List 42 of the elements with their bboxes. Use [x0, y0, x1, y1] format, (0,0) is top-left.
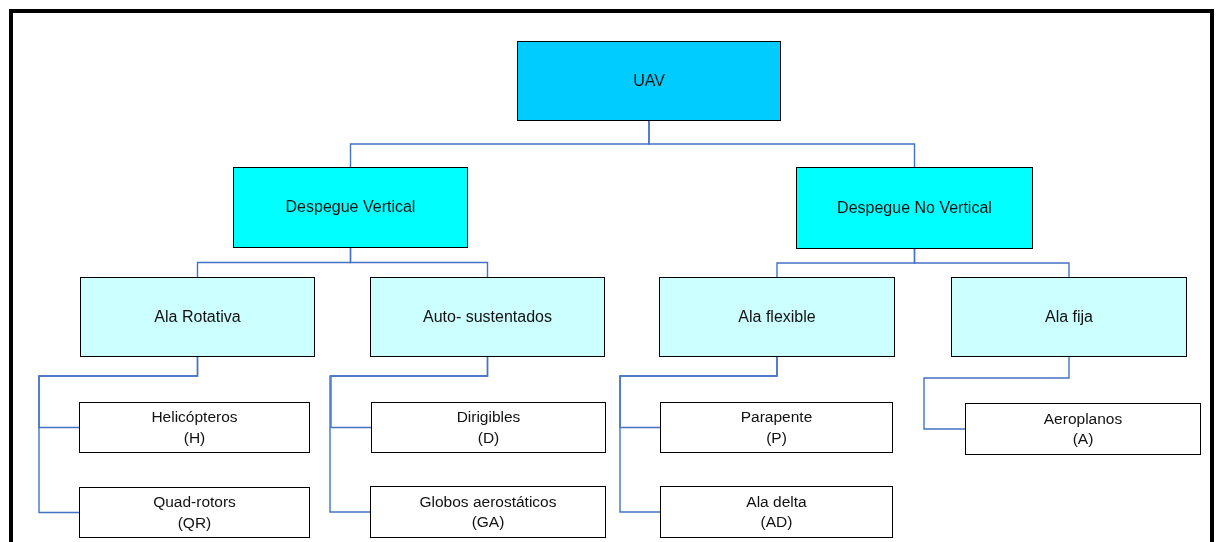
type-box	[660, 486, 893, 538]
connector-line	[913, 248, 1070, 278]
abbreviation-label: (GA)	[471, 512, 505, 532]
type-box	[79, 487, 310, 538]
type-box	[660, 402, 893, 453]
node-label: Auto- sustentados	[423, 306, 552, 327]
root-box	[517, 41, 781, 121]
node-label: Helicópteros	[151, 407, 238, 428]
node-label: Ala flexible	[738, 306, 816, 327]
category-box	[796, 167, 1033, 249]
connector-line	[38, 356, 199, 514]
abbreviation-label: (A)	[1072, 429, 1094, 449]
node-label: Aeroplanos	[1043, 408, 1123, 429]
connector-line	[349, 247, 489, 278]
subcategory-box	[951, 277, 1187, 357]
abbreviation-label: (D)	[477, 427, 500, 448]
node-label: Despegue Vertical	[285, 197, 416, 218]
node-label: Ala delta	[746, 491, 807, 512]
abbreviation-label: (QR)	[177, 512, 212, 533]
abbreviation-label: (P)	[766, 427, 787, 448]
type-box	[79, 402, 310, 453]
node-label: Ala Rotativa	[154, 306, 241, 327]
subcategory-box	[659, 277, 895, 357]
connector-line	[923, 356, 1070, 430]
abbreviation-label: (H)	[183, 427, 206, 448]
subcategory-box	[370, 277, 605, 357]
subcategory-box	[80, 277, 315, 357]
node-label: Quad-rotors	[153, 492, 236, 513]
type-box	[965, 403, 1201, 455]
abbreviation-label: (AD)	[760, 512, 793, 532]
connector-line	[619, 356, 778, 513]
connector-line	[329, 356, 489, 513]
node-label: UAV	[633, 70, 665, 91]
type-box	[370, 486, 606, 538]
node-label: Dirigibles	[456, 407, 521, 428]
node-label: Despegue No Vertical	[837, 197, 992, 218]
node-label: Ala fija	[1045, 306, 1093, 327]
connector-line	[648, 120, 916, 168]
type-box	[371, 402, 606, 453]
category-box	[233, 167, 468, 248]
node-label: Globos aerostáticos	[419, 491, 557, 512]
node-label: Parapente	[740, 407, 813, 428]
